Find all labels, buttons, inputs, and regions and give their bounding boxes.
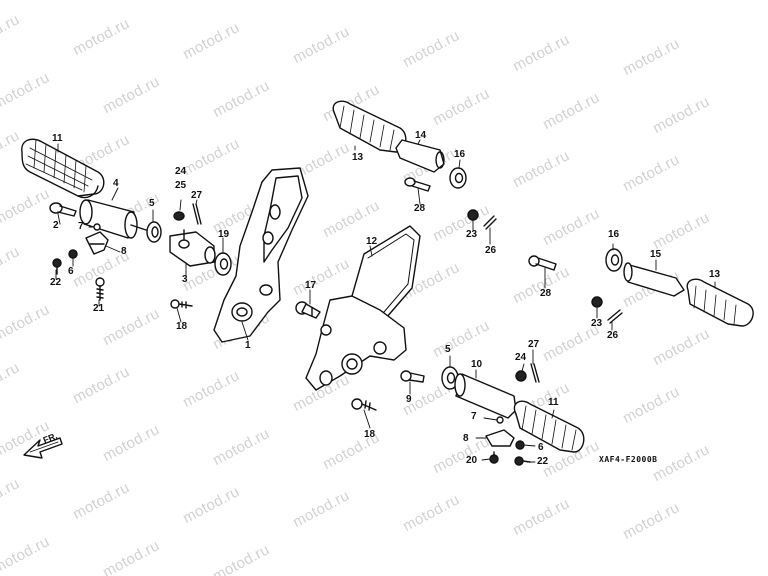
diagram-code: XAF4-F2000B [599, 455, 658, 464]
part-number-label: 5 [149, 198, 155, 209]
part-number-label: 17 [305, 280, 317, 291]
part-number-label: 28 [414, 203, 426, 214]
part-number-label: 27 [528, 339, 540, 350]
part-number-label: 21 [93, 303, 105, 314]
bracket-right [305, 295, 407, 391]
part-number-label: 20 [466, 455, 478, 466]
footpeg-rubber-left [21, 138, 105, 199]
rear-footpeg-14 [395, 139, 445, 173]
bolt-22-lower [514, 456, 531, 466]
part-number-label: 14 [415, 130, 427, 141]
nut-24-lower [515, 370, 527, 382]
cotter-26-top [483, 215, 497, 230]
part-number-label: 5 [445, 344, 451, 355]
cotter-pin-left-27 [192, 203, 202, 225]
part-number-label: 8 [121, 246, 127, 257]
washer-16-top [449, 167, 467, 189]
bolt-left-18 [170, 299, 193, 309]
footpeg-rubber-front-right [513, 400, 585, 453]
cotter-27-lower [530, 363, 540, 383]
bolt-17 [295, 301, 321, 319]
cotter-26-right [607, 309, 623, 324]
nut-left-24 [173, 211, 185, 221]
part-number-label: 27 [191, 190, 203, 201]
part-number-label: 22 [537, 456, 549, 467]
footpeg-rubber-rear-top [332, 100, 407, 153]
bolt-left-22 [52, 258, 62, 275]
part-number-label: 28 [540, 288, 552, 299]
part-number-label: 23 [466, 229, 478, 240]
pin-9 [400, 370, 425, 383]
footpeg-left [79, 199, 147, 239]
part-number-label: 18 [176, 321, 188, 332]
pin-left [49, 202, 77, 217]
washer-16-right [605, 248, 623, 272]
part-number-label: 9 [406, 394, 412, 405]
part-number-label: 7 [78, 221, 84, 232]
part-number-label: 8 [463, 433, 469, 444]
part-number-label: 24 [175, 166, 187, 177]
part-number-label: 6 [68, 266, 74, 277]
bracket-left [213, 167, 309, 343]
footpeg-holder-left [169, 229, 216, 267]
bolt-left-21 [95, 277, 105, 301]
part-number-label: 10 [471, 359, 483, 370]
pin-28-right [528, 255, 557, 271]
part-number-label: 13 [352, 152, 364, 163]
rear-footpeg-15 [623, 262, 685, 297]
nut-23-right [591, 296, 603, 308]
part-number-label: 2 [53, 220, 59, 231]
part-number-label: 11 [548, 397, 559, 408]
bolt-18-lower [351, 398, 377, 411]
part-number-label: 26 [607, 330, 619, 341]
part-number-label: 23 [591, 318, 603, 329]
part-number-label: 6 [538, 442, 544, 453]
part-number-label: 13 [709, 269, 721, 280]
spring-plate-left [85, 231, 109, 255]
part-number-label: 16 [454, 149, 466, 160]
part-number-label: 18 [364, 429, 376, 440]
washer-left-19 [214, 252, 232, 276]
footpeg-rubber-rear-right [686, 278, 754, 327]
spring-plate-lower [485, 429, 515, 447]
part-number-label: 22 [50, 277, 62, 288]
part-number-label: 26 [485, 245, 497, 256]
washer-left-top [146, 221, 162, 243]
front-direction-arrow [23, 437, 63, 459]
part-number-label: 15 [650, 249, 662, 260]
part-number-label: 4 [113, 178, 119, 189]
part-number-label: 12 [366, 236, 378, 247]
leader-lines [55, 139, 716, 463]
pin-28-top [404, 177, 431, 192]
part-number-label: 19 [218, 229, 230, 240]
part-number-label: 7 [471, 411, 477, 422]
footpeg-10 [454, 373, 517, 419]
part-number-label: 3 [182, 274, 188, 285]
part-number-label: 24 [515, 352, 527, 363]
part-number-label: 11 [52, 133, 63, 144]
part-number-label: 1 [245, 340, 251, 351]
part-number-label: 25 [175, 180, 187, 191]
part-number-label: 16 [608, 229, 620, 240]
